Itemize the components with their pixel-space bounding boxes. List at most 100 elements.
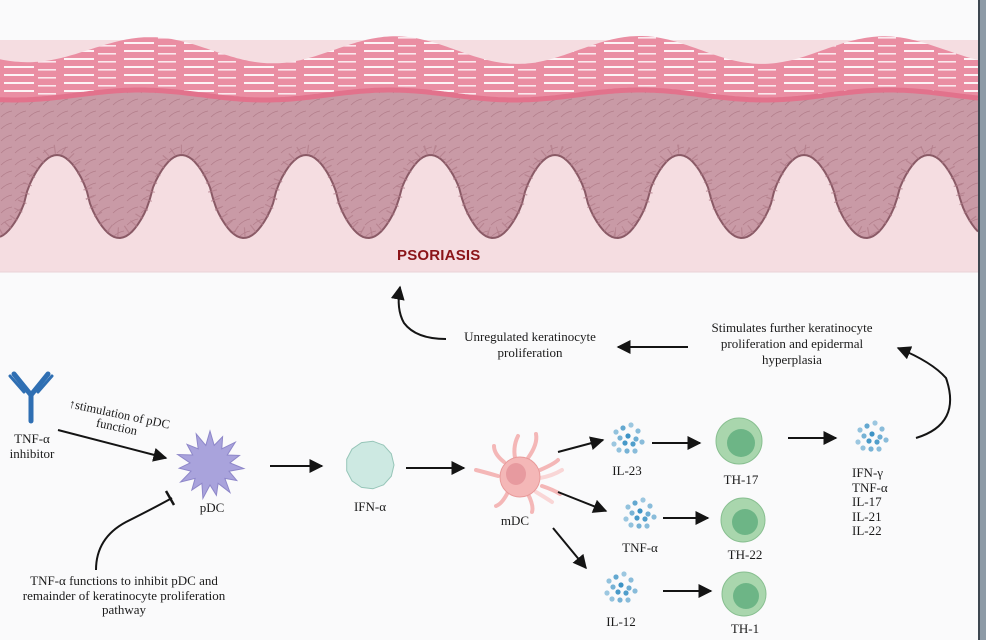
basal-membrane: [0, 153, 979, 240]
stratum-corneum: [0, 36, 978, 101]
cytokine-dot: [644, 523, 650, 529]
cytokine-dot: [625, 433, 631, 439]
cytokine-dot: [639, 439, 645, 445]
mdc-label: mDC: [500, 513, 530, 528]
cytokine-dot: [864, 423, 870, 429]
il12-label: IL-12: [606, 614, 636, 629]
cytokine-dot: [617, 435, 623, 441]
cytokine-il21: IL-21: [852, 508, 882, 524]
cytokine-dot: [606, 578, 612, 584]
cytokine-dot: [876, 446, 882, 452]
unregulated-note-line-2: proliferation: [497, 345, 563, 360]
antibody-icon: [8, 371, 54, 424]
inhibition-note-line-3: pathway: [101, 602, 147, 617]
cytokine-dot: [877, 434, 883, 440]
th22-cell-icon: [720, 497, 766, 543]
cytokine-dot: [624, 448, 630, 454]
cytokine-dot: [613, 429, 619, 435]
cytokine-dot: [879, 426, 885, 432]
cytokine-dot: [645, 511, 651, 517]
th1-cell-icon: [721, 571, 767, 617]
cytokine-dot: [860, 445, 866, 451]
cytokine-cluster-il23-icon: [611, 422, 645, 454]
th22-label: TH-22: [727, 547, 763, 562]
window-edge-scrollbar[interactable]: [978, 0, 986, 640]
cytokine-il17: IL-17: [852, 494, 882, 509]
cytokine-dot: [637, 508, 643, 514]
inhibition-note-line-2: remainder of keratinocyte proliferation: [22, 587, 226, 603]
cytokine-dot: [623, 590, 629, 596]
cytokine-dot: [632, 500, 638, 506]
cytokine-dot: [855, 439, 861, 445]
tnf-alpha-label: TNF-α: [622, 540, 658, 555]
tnf-inhibitor-label: TNF-α inhibitor: [6, 431, 58, 461]
cytokine-dot: [622, 440, 628, 446]
cytokine-dot: [610, 584, 616, 590]
cytokine-dot: [629, 510, 635, 516]
cytokine-clusters: [604, 420, 889, 603]
cytokine-dot: [613, 574, 619, 580]
pdc-label: pDC: [199, 500, 225, 515]
cytokine-dot: [625, 504, 631, 510]
cytokine-dot: [647, 503, 653, 509]
cytokine-dot: [630, 441, 636, 447]
cytokine-dot: [640, 497, 646, 503]
cytokine-dot: [609, 596, 615, 602]
cytokine-dot: [636, 523, 642, 529]
basal-cell-row: [0, 144, 982, 237]
cytokine-dot: [857, 427, 863, 433]
cytokine-dot: [620, 425, 626, 431]
cytokine-dot: [628, 422, 634, 428]
stimulates-note-line-3: hyperplasia: [762, 352, 822, 367]
cytokine-ifn-gamma: IFN-γ: [852, 465, 884, 480]
cytokine-cluster-effector-icon: [855, 420, 889, 452]
cytokine-dot: [628, 577, 634, 583]
cytokine-cluster-tnf-alpha-icon: [623, 497, 657, 529]
arrow-unregulated-to-psoriasis: [390, 285, 447, 340]
inhibition-note-line-1: TNF-α functions to inhibit pDC and: [30, 573, 218, 588]
cytokine-dot: [872, 420, 878, 426]
arrow-mdc-to-il23: [557, 436, 605, 453]
cytokine-dot: [633, 436, 639, 442]
th17-label: TH-17: [723, 472, 759, 487]
cytokine-dot: [632, 588, 638, 594]
arrows: [57, 285, 952, 598]
cytokine-dot: [626, 585, 632, 591]
arrow-mdc-to-tnf: [557, 491, 608, 513]
cytokine-dot: [883, 437, 889, 443]
cytokine-tnf-alpha: TNF-α: [852, 479, 888, 495]
epidermis-layer: [0, 91, 978, 238]
effector-cytokines-list: IFN-γ TNF-α IL-17 IL-21 IL-22: [852, 465, 892, 539]
cytokine-dot: [866, 438, 872, 444]
inhibition-bar: [164, 490, 176, 506]
unregulated-note-line-1: Unregulated keratinocyte: [464, 329, 596, 344]
cytokine-dot: [869, 431, 875, 437]
cytokine-dot: [632, 448, 638, 454]
stimulates-note-line-2: proliferation and epidermal: [720, 336, 864, 351]
psoriasis-title: PSORIASIS: [397, 247, 481, 264]
tnf-inhibitor-label-line-1: TNF-α: [14, 431, 50, 446]
cytokine-dot: [615, 589, 621, 595]
cytokine-cluster-il12-icon: [604, 571, 638, 603]
stimulates-note: Stimulates further keratinocyte prolifer…: [692, 320, 892, 368]
tnf-inhibitor-label-line-2: inhibitor: [9, 446, 55, 461]
pdc-cell-icon: [175, 429, 246, 501]
cytokine-dot: [621, 571, 627, 577]
cytokine-dot: [628, 522, 634, 528]
mdc-cell-icon: [474, 432, 564, 514]
cytokine-dot: [642, 516, 648, 522]
cytokine-dot: [625, 597, 631, 603]
cytokine-dot: [635, 428, 641, 434]
cytokine-dot: [604, 590, 610, 596]
stimulates-note-line-1: Stimulates further keratinocyte: [711, 320, 873, 335]
arrow-mdc-to-il12: [552, 527, 587, 570]
cytokine-dot: [618, 582, 624, 588]
cytokine-dot: [617, 597, 623, 603]
cytokine-dot: [611, 441, 617, 447]
cytokine-dot: [623, 516, 629, 522]
cytokine-il22: IL-22: [852, 523, 882, 538]
stratum-granulosum: [0, 87, 979, 103]
cytokine-dot: [868, 446, 874, 452]
il23-label: IL-23: [612, 463, 642, 478]
